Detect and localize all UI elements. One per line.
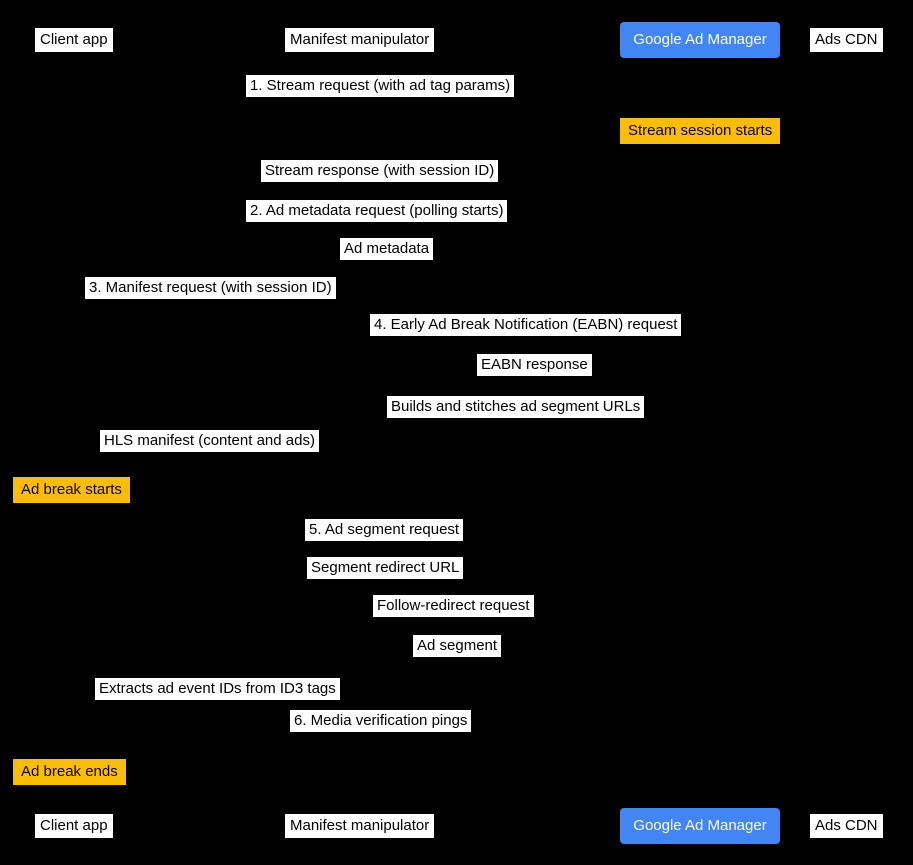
message-label: Follow-redirect request	[373, 595, 534, 617]
message-label: 2. Ad metadata request (polling starts)	[246, 200, 508, 222]
actor-client-app-bottom: Client app	[35, 814, 113, 838]
actor-google-ad-manager-bottom: Google Ad Manager	[620, 808, 780, 844]
message-label: Extracts ad event IDs from ID3 tags	[95, 678, 340, 700]
message-label: EABN response	[477, 354, 592, 376]
lifeline	[842, 56, 843, 808]
actor-client-app-top: Client app	[35, 28, 113, 52]
message-label: 6. Media verification pings	[290, 710, 472, 732]
message-label: Ad metadata	[340, 238, 434, 260]
message-label: Segment redirect URL	[307, 557, 464, 579]
note-label: Ad break ends	[13, 759, 126, 785]
actor-ads-cdn-top: Ads CDN	[810, 28, 883, 52]
message-label: 4. Early Ad Break Notification (EABN) re…	[370, 314, 682, 336]
note-label: Stream session starts	[620, 118, 781, 144]
actor-manifest-manipulator-top: Manifest manipulator	[285, 28, 435, 52]
message-label: Stream response (with session ID)	[261, 160, 499, 182]
actor-google-ad-manager-top: Google Ad Manager	[620, 22, 780, 58]
actor-ads-cdn-bottom: Ads CDN	[810, 814, 883, 838]
message-label: Builds and stitches ad segment URLs	[387, 396, 645, 418]
actor-manifest-manipulator-bottom: Manifest manipulator	[285, 814, 435, 838]
message-label: HLS manifest (content and ads)	[100, 430, 319, 452]
message-label: 5. Ad segment request	[305, 519, 464, 541]
note-label: Ad break starts	[13, 477, 130, 503]
message-label: 3. Manifest request (with session ID)	[85, 277, 336, 299]
lifeline	[700, 56, 701, 808]
lifeline	[71, 56, 72, 808]
message-label: Ad segment	[413, 635, 502, 657]
message-label: 1. Stream request (with ad tag params)	[246, 75, 515, 97]
lifeline	[360, 56, 361, 808]
